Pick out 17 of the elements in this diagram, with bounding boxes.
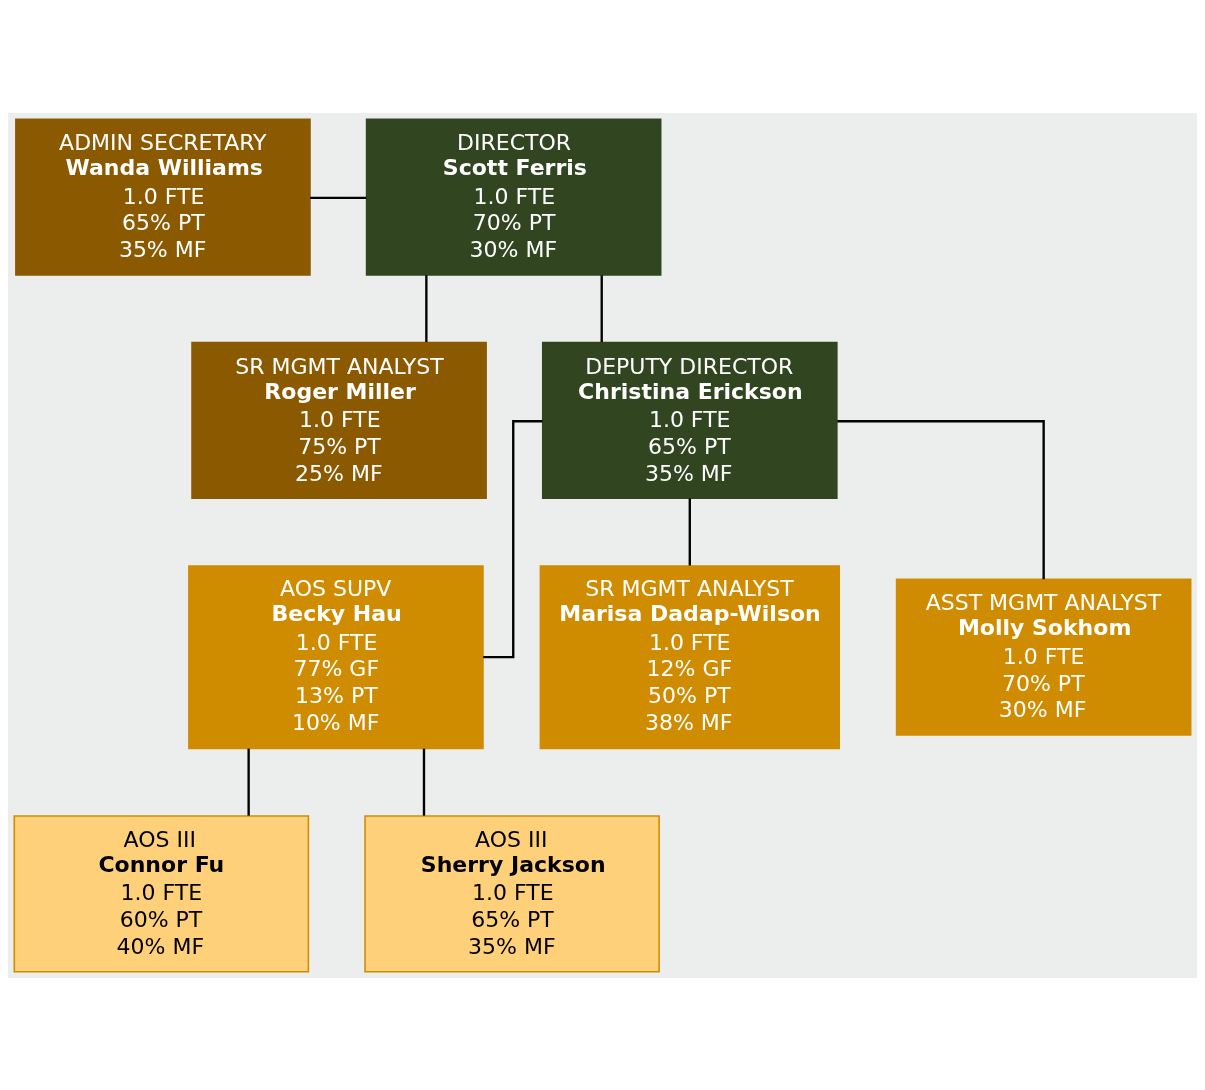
node-box: ADMIN SECRETARY Wanda Williams 1.0 FTE 65% PT 35% MF <box>15 118 311 276</box>
node-box: SR MGMT ANALYST Marisa Dadap-Wilson 1.0 FTE 12% GF 50% PT 38% MF <box>539 564 840 749</box>
connector <box>247 748 250 816</box>
node-box: SR MGMT ANALYST Roger Miller 1.0 FTE 75% PT 25% MF <box>191 341 487 499</box>
node-box: DIRECTOR Scott Ferris 1.0 FTE 70% PT 30% MF <box>365 118 662 276</box>
node-box: ASST MGMT ANALYST Molly Sokhom 1.0 FTE 70% PT 30% MF <box>895 578 1192 736</box>
connector <box>422 748 426 816</box>
node-box: AOS III Connor Fu 1.0 FTE 60% PT 40% MF <box>13 814 310 972</box>
connector <box>837 419 1045 579</box>
node-box: DEPUTY DIRECTOR Christina Erickson 1.0 FTE 65% PT 35% MF <box>541 341 838 499</box>
connector <box>310 196 367 199</box>
node-box: AOS SUPV Becky Hau 1.0 FTE 77% GF 13% PT 10% MF <box>188 564 484 749</box>
node-box: AOS III Sherry Jackson 1.0 FTE 65% PT 35% MF <box>364 814 660 972</box>
connector <box>483 419 543 658</box>
connector <box>425 274 428 342</box>
connector <box>688 498 691 566</box>
connector <box>600 274 603 342</box>
